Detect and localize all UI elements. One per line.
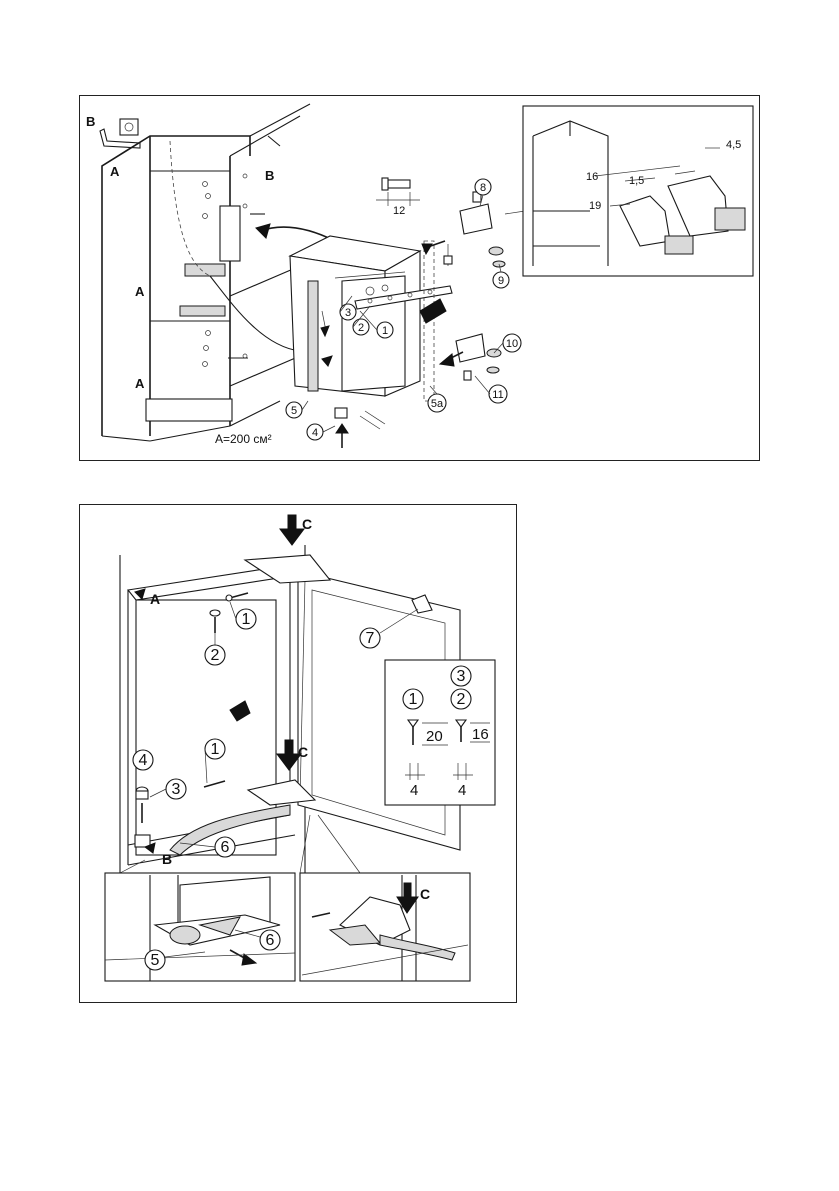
dim-16: 16 bbox=[586, 171, 598, 183]
svg-text:10: 10 bbox=[506, 338, 518, 350]
svg-text:4: 4 bbox=[139, 752, 148, 769]
appliance-unit bbox=[288, 235, 422, 448]
svg-text:5: 5 bbox=[151, 952, 160, 969]
svg-text:2: 2 bbox=[358, 322, 364, 334]
svg-text:1: 1 bbox=[211, 741, 220, 758]
push-arrow-icon bbox=[229, 700, 251, 722]
detail-callout-5: 5 bbox=[144, 949, 166, 971]
detail-label-c: C bbox=[420, 886, 430, 902]
label-c-mid: C bbox=[298, 744, 308, 760]
hinge-part-bottom bbox=[455, 333, 502, 381]
svg-text:3: 3 bbox=[457, 668, 466, 685]
svg-text:5: 5 bbox=[291, 405, 297, 417]
callout-7: 7 bbox=[359, 627, 381, 649]
label-b-right: B bbox=[265, 168, 274, 183]
svg-text:1: 1 bbox=[382, 325, 388, 337]
callout-6: 6 bbox=[214, 836, 236, 858]
svg-text:3: 3 bbox=[172, 781, 181, 798]
label-b: B bbox=[162, 851, 172, 867]
hinge-part-top bbox=[459, 191, 506, 268]
svg-text:11: 11 bbox=[492, 389, 503, 401]
cabinet-housing bbox=[99, 103, 311, 442]
callout-10: 10 bbox=[502, 333, 522, 353]
inset-callout-2: 2 bbox=[450, 688, 472, 710]
depth-16: 16 bbox=[472, 726, 489, 743]
figure-1-panel: B A B A A A=200 см² bbox=[79, 95, 760, 461]
callout-2: 2 bbox=[204, 644, 226, 666]
callout-4: 4 bbox=[306, 423, 324, 441]
svg-text:7: 7 bbox=[366, 630, 375, 647]
inset-callout-1: 1 bbox=[402, 688, 424, 710]
inset-callout-3: 3 bbox=[450, 665, 472, 687]
callout-1-bottom: 1 bbox=[204, 738, 226, 760]
detail-inset bbox=[522, 105, 754, 277]
arrow-c-mid-icon bbox=[276, 739, 302, 771]
label-a-top: A bbox=[110, 164, 120, 179]
callout-1-top: 1 bbox=[235, 608, 257, 630]
label-a: A bbox=[150, 591, 160, 607]
svg-text:1: 1 bbox=[242, 611, 251, 628]
detail-bottom-left bbox=[104, 872, 296, 982]
vent-area-label: A=200 см² bbox=[215, 432, 272, 446]
dimension-inset bbox=[384, 659, 496, 806]
screw-length-label: 12 bbox=[393, 205, 405, 217]
label-a-middle: A bbox=[135, 284, 145, 299]
callout-3: 3 bbox=[165, 778, 187, 800]
callout-2: 2 bbox=[352, 318, 370, 336]
svg-text:4: 4 bbox=[312, 427, 318, 439]
callout-5a: 5a bbox=[427, 393, 447, 413]
callout-9: 9 bbox=[492, 271, 510, 289]
svg-text:3: 3 bbox=[345, 307, 351, 319]
label-b-bracket: B bbox=[86, 114, 95, 129]
dim-1-5: 1,5 bbox=[629, 175, 644, 187]
svg-text:2: 2 bbox=[457, 691, 466, 708]
label-c-top: C bbox=[302, 516, 312, 532]
cabinet-frame bbox=[119, 545, 306, 875]
depth-20: 20 bbox=[426, 728, 443, 745]
detail-callout-6: 6 bbox=[259, 929, 281, 951]
callout-3: 3 bbox=[339, 303, 357, 321]
figure-2-panel: C C A B 1 2 1 4 3 6 7 bbox=[79, 504, 517, 1003]
screw-12mm bbox=[376, 177, 420, 206]
svg-text:5a: 5a bbox=[431, 398, 444, 410]
push-arrow-icon bbox=[419, 298, 447, 324]
dim-19: 19 bbox=[589, 200, 601, 212]
callout-8: 8 bbox=[474, 178, 492, 196]
detail-bottom-right bbox=[299, 872, 471, 982]
callout-1: 1 bbox=[376, 321, 394, 339]
figure-2-drawing: C C A B 1 2 1 4 3 6 7 bbox=[104, 514, 496, 982]
svg-text:8: 8 bbox=[480, 182, 486, 194]
dim-4-5: 4,5 bbox=[726, 139, 741, 151]
svg-text:6: 6 bbox=[266, 932, 275, 949]
width-4-right: 4 bbox=[458, 782, 466, 799]
callout-4: 4 bbox=[132, 749, 154, 771]
svg-text:6: 6 bbox=[221, 839, 230, 856]
callout-5: 5 bbox=[285, 401, 303, 419]
width-4-left: 4 bbox=[410, 782, 418, 799]
svg-text:9: 9 bbox=[498, 275, 504, 287]
svg-text:1: 1 bbox=[409, 691, 418, 708]
label-a-bottom: A bbox=[135, 376, 145, 391]
svg-text:2: 2 bbox=[211, 647, 220, 664]
arrow-c-top-icon bbox=[279, 514, 305, 546]
callout-11: 11 bbox=[488, 384, 508, 404]
figure-1-drawing: B A B A A A=200 см² bbox=[86, 103, 754, 448]
